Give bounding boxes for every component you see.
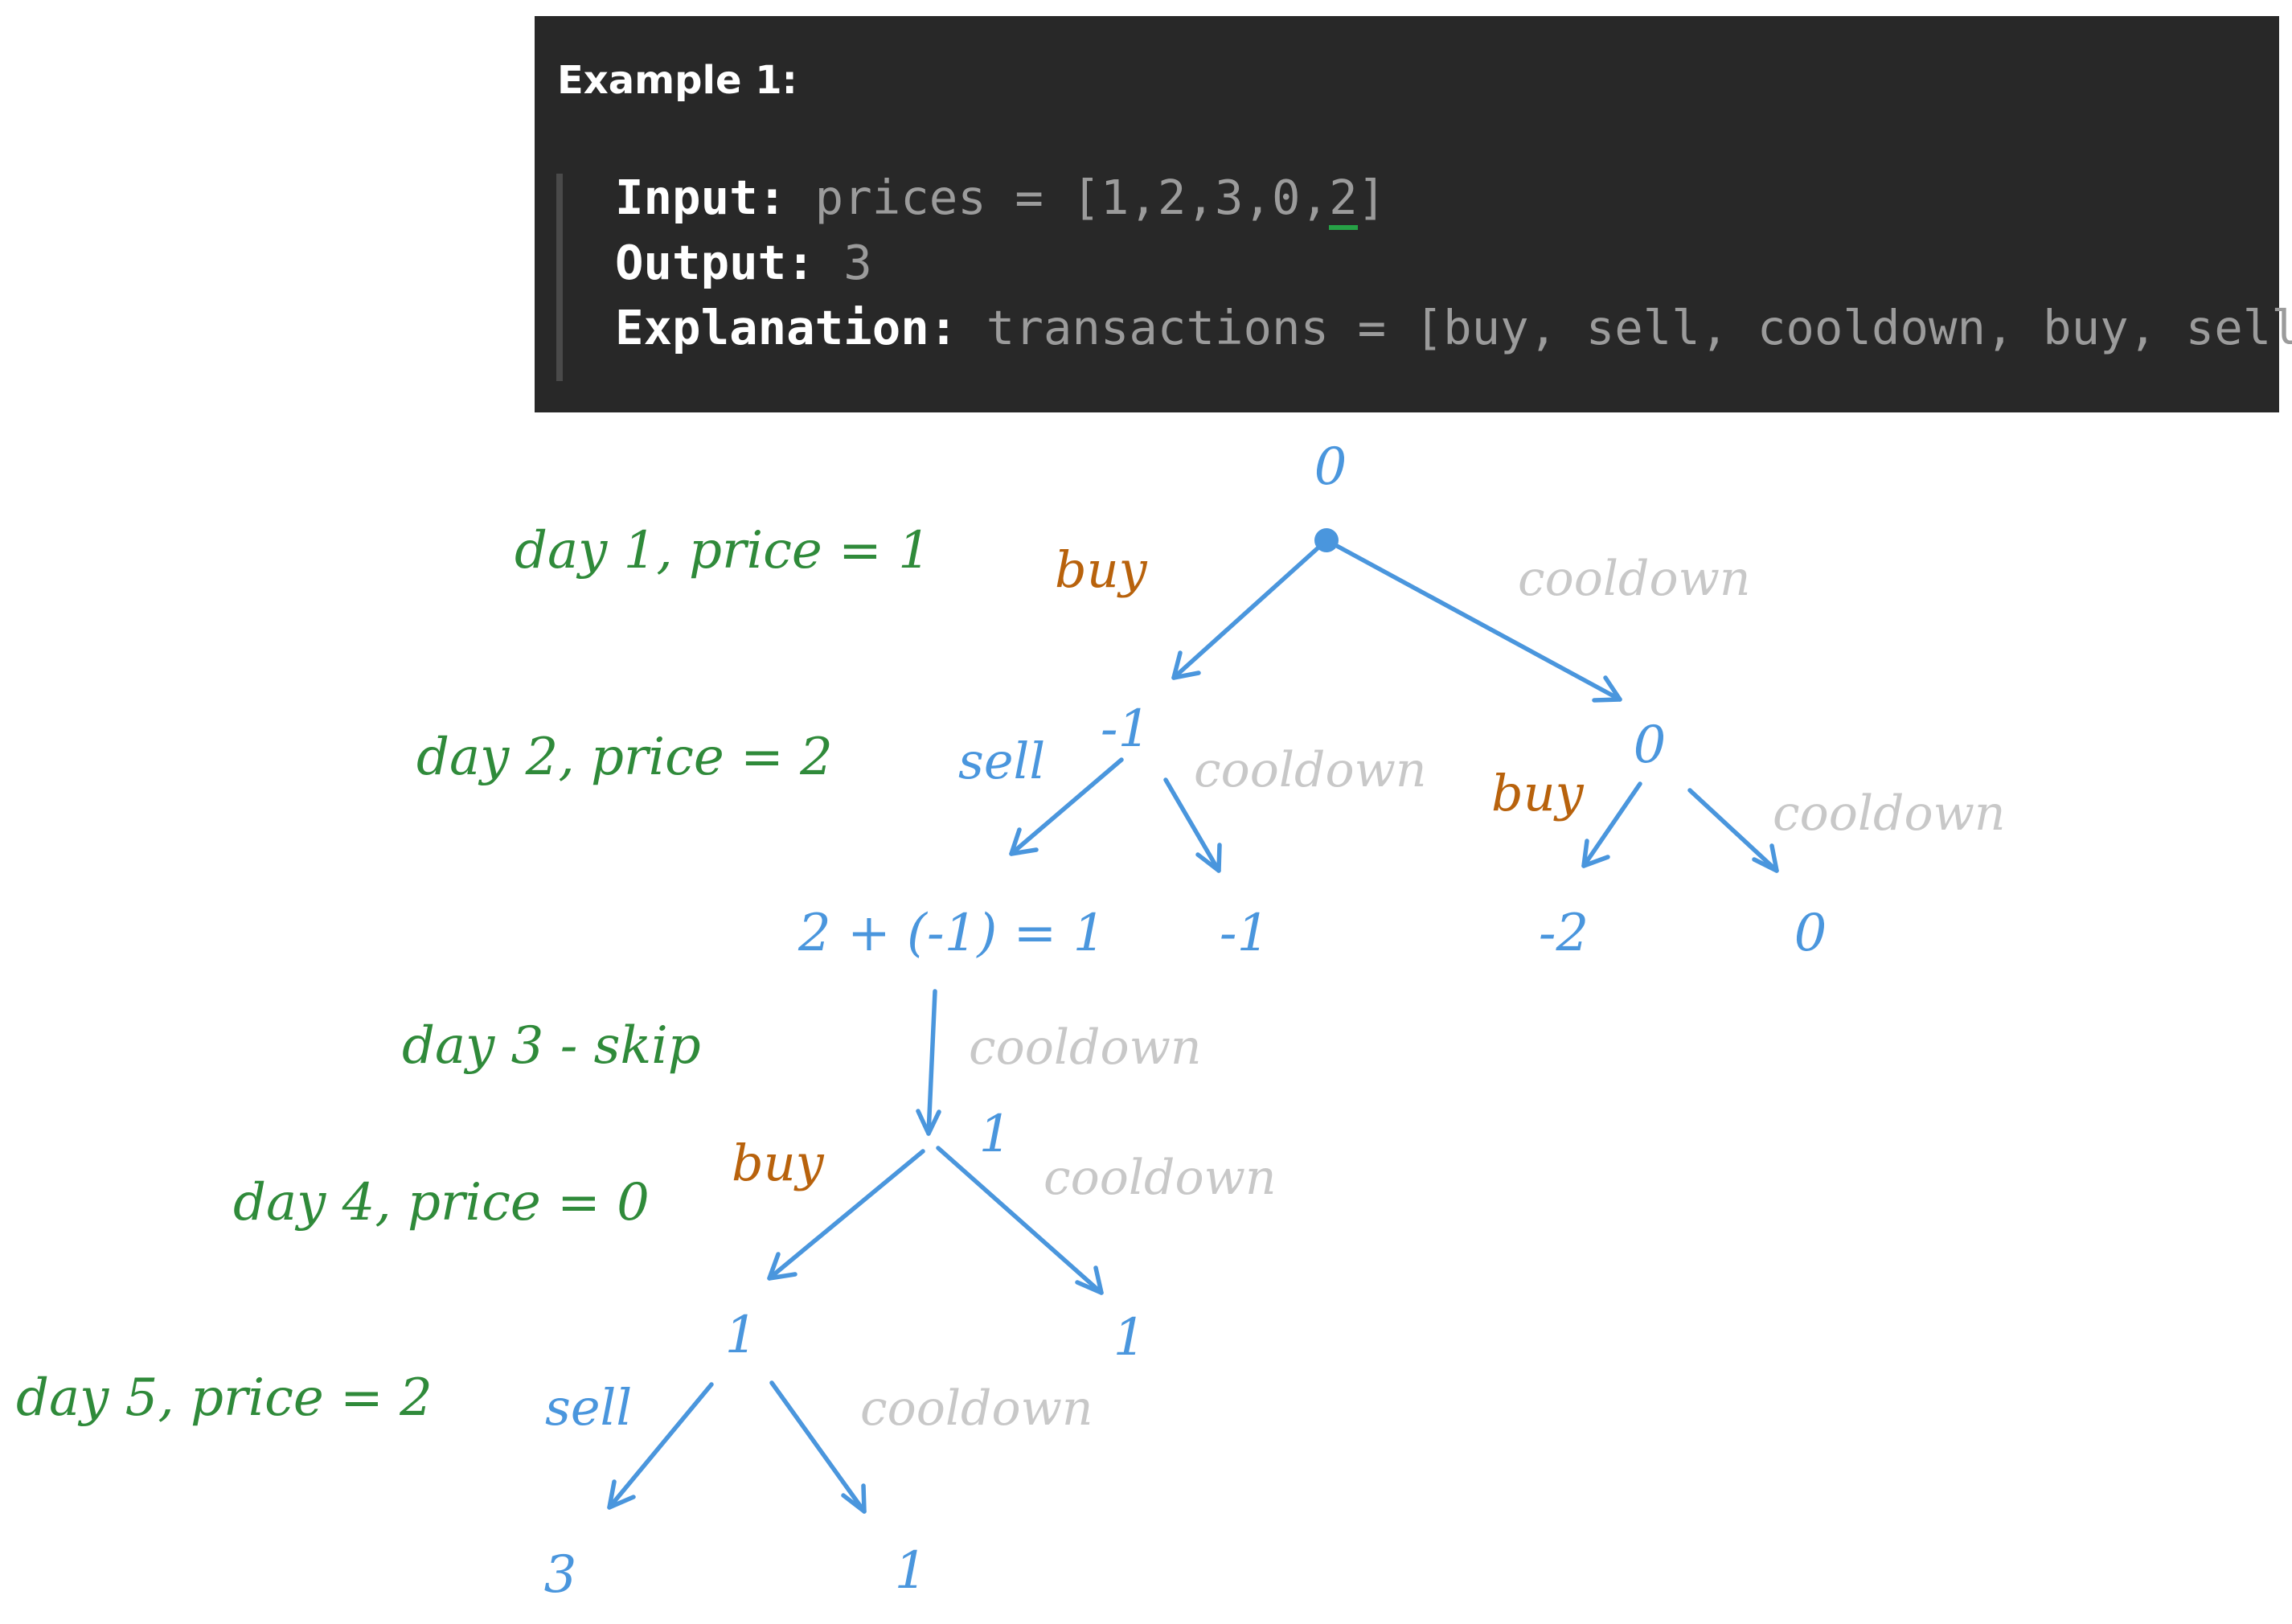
example-title: Example 1: <box>557 58 797 103</box>
edge-label-cooldown: cooldown <box>1194 742 1427 798</box>
output-value: 3 <box>843 235 872 290</box>
edge-d2-sell <box>1009 757 1124 856</box>
edge-d4-buy <box>767 1149 925 1281</box>
edge-d5-sell <box>607 1382 714 1510</box>
input-expression: prices = [1,2,3,0, <box>814 170 1330 225</box>
edge-d5-cooldown <box>769 1380 867 1514</box>
example-panel: Example 1: Input: prices = [1,2,3,0,2] O… <box>535 16 2292 412</box>
edge-d4-cooldown <box>936 1146 1104 1295</box>
edge-label-cooldown: cooldown <box>1518 551 1751 607</box>
edge-label-cooldown: cooldown <box>1043 1150 1277 1206</box>
node-leaf-left: 3 <box>544 1545 577 1605</box>
arrowhead <box>767 1252 797 1281</box>
blockquote-bar <box>556 174 563 381</box>
node-root: 0 <box>1314 437 1347 497</box>
arrowhead <box>1075 1265 1104 1295</box>
arrowhead <box>1171 650 1201 680</box>
arrowhead <box>1752 843 1779 873</box>
day-label-2: day 2, price = 2 <box>416 728 833 787</box>
arrowhead <box>1009 827 1039 856</box>
node-day3-d: 0 <box>1794 904 1827 963</box>
arrowhead <box>1195 843 1222 873</box>
node-leaf-right: 1 <box>895 1541 928 1601</box>
edge-root-cooldown <box>1324 538 1622 702</box>
edge-label-cooldown: cooldown <box>860 1380 1093 1437</box>
node-day5-left: 1 <box>725 1306 758 1365</box>
highlighted-price: 2 <box>1329 170 1358 230</box>
edge-d3-cooldown <box>926 989 937 1136</box>
edge-label-cooldown: cooldown <box>1773 785 2006 842</box>
explanation-line: Explanation: transactions = [buy, sell, … <box>615 304 2292 351</box>
input-line: Input: prices = [1,2,3,0,2] <box>615 170 1386 230</box>
edge-label-sell: sell <box>545 1378 632 1437</box>
node-day3-b: -1 <box>1220 904 1269 963</box>
edge-label-buy: buy <box>1055 540 1148 599</box>
output-line: Output: 3 <box>615 239 872 286</box>
arrowhead <box>916 1109 941 1136</box>
edge-label-buy: buy <box>732 1134 825 1192</box>
day-label-3: day 3 - skip <box>402 1016 701 1076</box>
arrowhead <box>1592 675 1622 703</box>
arrowhead <box>607 1479 636 1510</box>
edge-d2-left-cooldown <box>1163 777 1221 873</box>
node-day5-right: 1 <box>1113 1308 1146 1368</box>
output-label: Output: <box>615 235 815 290</box>
edge-root-buy <box>1171 538 1329 680</box>
day-label-4: day 4, price = 0 <box>233 1173 650 1232</box>
node-day2-left: -1 <box>1101 699 1150 759</box>
arrowhead <box>841 1483 867 1514</box>
explanation-value: transactions = [buy, sell, cooldown, buy… <box>986 300 2292 355</box>
node-day3-sum: 2 + (-1) = 1 <box>797 904 1105 963</box>
day-label-1: day 1, price = 1 <box>515 521 931 580</box>
edge-d2-right-cooldown <box>1687 788 1779 873</box>
edge-label-cooldown: cooldown <box>969 1019 1202 1076</box>
edge-d2-buy <box>1581 781 1642 868</box>
input-close-bracket: ] <box>1357 170 1387 225</box>
explanation-label: Explanation: <box>615 300 958 355</box>
node-day3-c: -2 <box>1539 904 1589 963</box>
input-label: Input: <box>615 170 787 225</box>
node-day2-right: 0 <box>1634 716 1667 775</box>
arrowhead <box>1581 839 1610 868</box>
node-day4: 1 <box>979 1105 1012 1164</box>
day-label-5: day 5, price = 2 <box>16 1368 433 1428</box>
edge-label-sell: sell <box>958 732 1045 790</box>
edge-label-buy: buy <box>1491 764 1585 822</box>
